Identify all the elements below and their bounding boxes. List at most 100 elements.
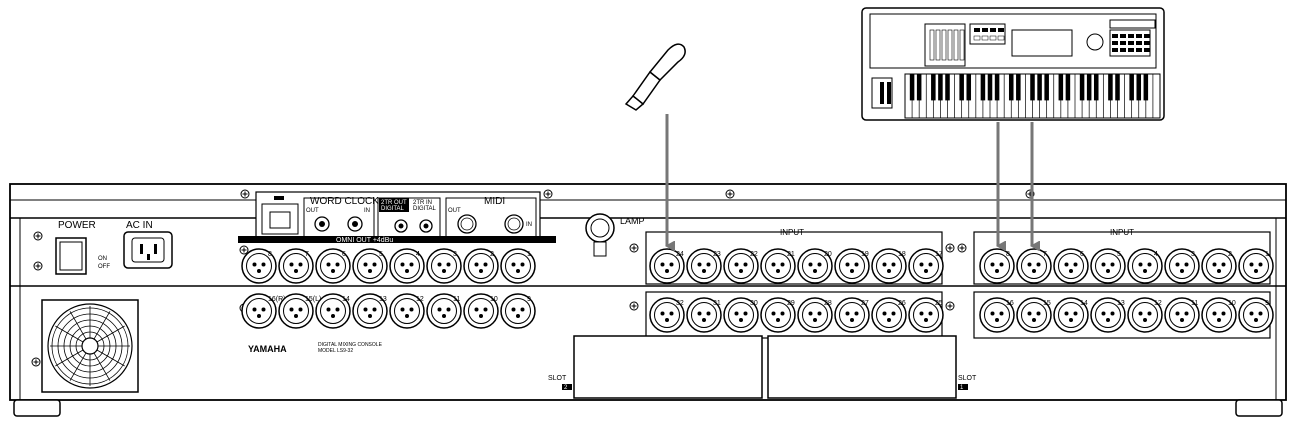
xlr-connector-15L[interactable]: 15(L) — [278, 293, 321, 329]
lamp-label: LAMP — [620, 216, 645, 226]
connector-number: 6 — [1080, 251, 1084, 258]
xlr-connector-32[interactable]: 32 — [649, 297, 685, 333]
xlr-connector-21[interactable]: 21 — [760, 248, 796, 284]
xlr-connector-30[interactable]: 30 — [723, 297, 759, 333]
slot-2-label: SLOT — [548, 375, 567, 382]
xlr-connector-6[interactable]: 6 — [315, 248, 351, 284]
xlr-connector-5[interactable]: 5 — [352, 248, 388, 284]
xlr-connector-15[interactable]: 15 — [1016, 297, 1052, 333]
connector-number: 1 — [527, 251, 531, 258]
connector-number: 10 — [490, 296, 498, 303]
two-tr-out-label-2: DIGITAL — [381, 206, 405, 212]
connector-number: 29 — [787, 300, 795, 307]
model-line-2: MODEL LS9-32 — [318, 348, 353, 354]
xlr-connector-22[interactable]: 22 — [723, 248, 759, 284]
connector-number: 1 — [1265, 251, 1269, 258]
two-tr-out-label-1: 2TR OUT — [381, 200, 407, 206]
brand-logo: YAMAHA — [248, 344, 287, 354]
ac-in-label: AC IN — [126, 220, 153, 231]
connector-number: 15(L) — [305, 296, 321, 303]
power-on-label: ON — [98, 256, 107, 262]
xlr-connector-7[interactable]: 7 — [278, 248, 314, 284]
word-clock-out-label: OUT — [306, 208, 319, 214]
xlr-connector-11[interactable]: 11 — [426, 293, 462, 329]
xlr-connector-1[interactable]: 1 — [1238, 248, 1274, 284]
xlr-connector-2[interactable]: 2 — [1201, 248, 1237, 284]
cables — [667, 114, 1032, 246]
xlr-connector-25[interactable]: 25 — [908, 297, 944, 333]
xlr-connector-3[interactable]: 3 — [1164, 248, 1200, 284]
word-clock-in-label: IN — [364, 208, 370, 214]
xlr-connector-8[interactable]: 8 — [241, 248, 277, 284]
midi-in-label: IN — [526, 222, 532, 228]
connector-number: 14 — [342, 296, 350, 303]
xlr-connector-26[interactable]: 26 — [871, 297, 907, 333]
xlr-connector-20[interactable]: 20 — [797, 248, 833, 284]
connector-number: 4 — [416, 251, 420, 258]
xlr-connector-4[interactable]: 4 — [389, 248, 425, 284]
connector-number: 15 — [1043, 300, 1051, 307]
connector-number: 25 — [935, 300, 943, 307]
xlr-connector-31[interactable]: 31 — [686, 297, 722, 333]
xlr-connector-19[interactable]: 19 — [834, 248, 870, 284]
connector-number: 24 — [676, 251, 684, 258]
connector-number: 20 — [824, 251, 832, 258]
connector-number: 13 — [1117, 300, 1125, 307]
xlr-connector-2[interactable]: 2 — [463, 248, 499, 284]
slot-2-number: 2 — [564, 385, 568, 391]
xlr-connector-27[interactable]: 27 — [834, 297, 870, 333]
xlr-connector-1[interactable]: 1 — [500, 248, 536, 284]
connector-number: 14 — [1080, 300, 1088, 307]
xlr-connector-16R[interactable]: 16(R) — [241, 293, 286, 329]
xlr-connector-12[interactable]: 12 — [1127, 297, 1163, 333]
connector-number: 2 — [1228, 251, 1232, 258]
xlr-connector-14[interactable]: 14 — [315, 293, 351, 329]
connector-number: 31 — [713, 300, 721, 307]
xlr-connector-12[interactable]: 12 — [389, 293, 425, 329]
xlr-connector-16[interactable]: 16 — [979, 297, 1015, 333]
connector-number: 5 — [379, 251, 383, 258]
connector-number: 6 — [342, 251, 346, 258]
xlr-connector-28[interactable]: 28 — [797, 297, 833, 333]
xlr-connector-14[interactable]: 14 — [1053, 297, 1089, 333]
screw-icon — [239, 245, 249, 255]
xlr-connector-4[interactable]: 4 — [1127, 248, 1163, 284]
xlr-connector-11[interactable]: 11 — [1164, 297, 1200, 333]
xlr-connector-13[interactable]: 13 — [352, 293, 388, 329]
connector-number: 22 — [750, 251, 758, 258]
xlr-connector-7[interactable]: 7 — [1016, 248, 1052, 284]
xlr-connector-29[interactable]: 29 — [760, 297, 796, 333]
screw-icon — [725, 189, 735, 199]
xlr-connector-9[interactable]: 9 — [1238, 297, 1274, 333]
connector-number: 18 — [898, 251, 906, 258]
slot-1-label: SLOT — [958, 375, 977, 382]
xlr-connector-10[interactable]: 10 — [463, 293, 499, 329]
xlr-connector-24[interactable]: 24 — [649, 248, 685, 284]
connector-number: 3 — [1191, 251, 1195, 258]
screw-icon — [945, 301, 955, 311]
connector-number: 11 — [453, 296, 460, 303]
connector-number: 28 — [824, 300, 832, 307]
xlr-connector-9[interactable]: 9 — [500, 293, 536, 329]
connector-number: 3 — [453, 251, 457, 258]
xlr-connector-5[interactable]: 5 — [1090, 248, 1126, 284]
xlr-connector-10[interactable]: 10 — [1201, 297, 1237, 333]
xlr-connector-13[interactable]: 13 — [1090, 297, 1126, 333]
xlr-connector-6[interactable]: 6 — [1053, 248, 1089, 284]
screw-icon — [957, 243, 967, 253]
connector-number: 9 — [1265, 300, 1269, 307]
connector-number: 23 — [713, 251, 721, 258]
connector-number: 26 — [898, 300, 906, 307]
screw-icon — [629, 301, 639, 311]
xlr-connector-17[interactable]: 17 — [908, 248, 944, 284]
screw-icon — [543, 189, 553, 199]
power-off-label: OFF — [98, 264, 110, 270]
xlr-connector-3[interactable]: 3 — [426, 248, 462, 284]
xlr-connector-8[interactable]: 8 — [979, 248, 1015, 284]
microphone — [624, 43, 686, 111]
screw-icon — [31, 357, 41, 367]
xlr-connector-23[interactable]: 23 — [686, 248, 722, 284]
slot-1-number: 1 — [960, 385, 964, 391]
xlr-connector-18[interactable]: 18 — [871, 248, 907, 284]
